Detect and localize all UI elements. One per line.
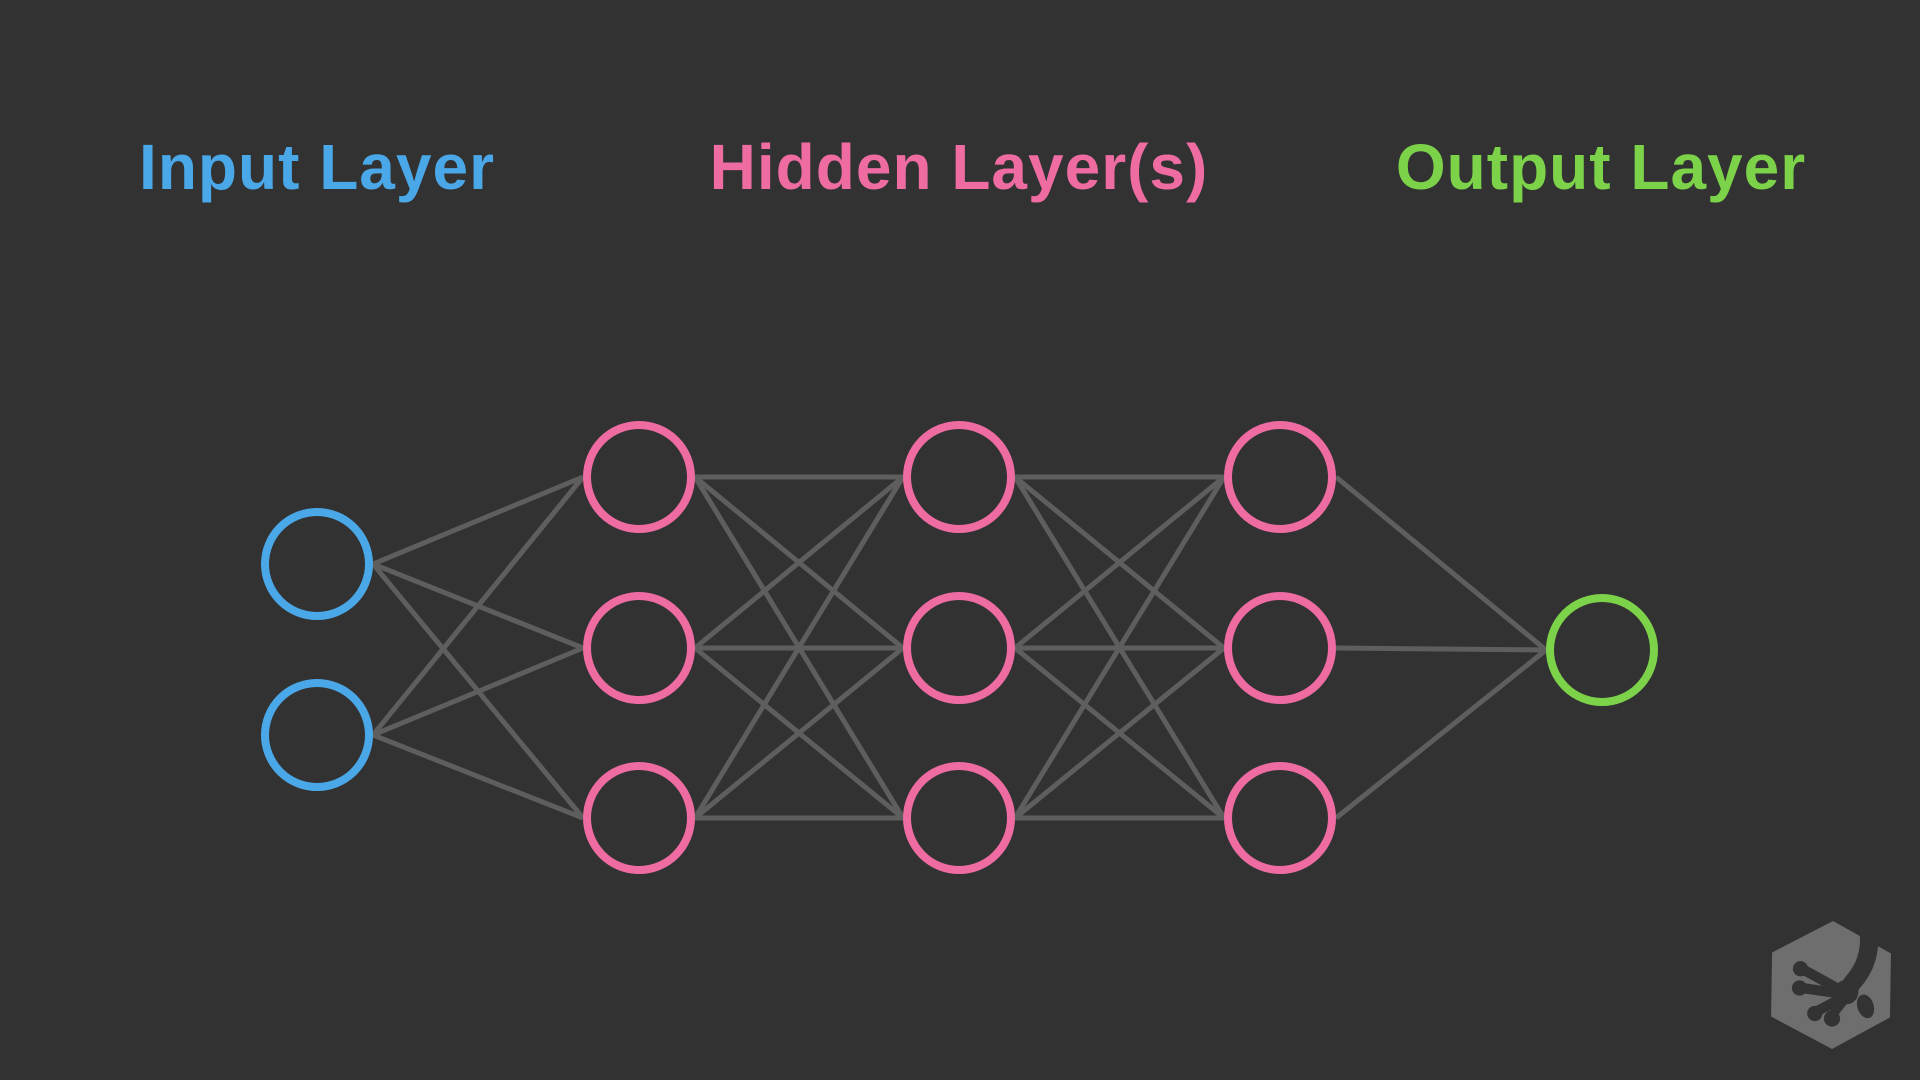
hidden-layer-2-node (903, 421, 1015, 533)
hidden-layer-1-node (583, 762, 695, 874)
hidden-layer-3-node (1224, 762, 1336, 874)
deeplizard-logo (1771, 921, 1891, 1049)
connection-line (1334, 648, 1548, 820)
hidden-layer-3-node (1224, 421, 1336, 533)
lizard-foot-icon (1791, 921, 1879, 1027)
input-layer-node (261, 679, 373, 791)
input-layer-label: Input Layer (139, 131, 495, 203)
connection-line (1334, 475, 1548, 652)
connection-line (1013, 475, 1226, 650)
hidden-layer-2-node (903, 762, 1015, 874)
connection-line (371, 475, 585, 737)
output-layer-label: Output Layer (1395, 131, 1807, 203)
connection-line (1013, 646, 1226, 820)
connection-line (372, 645, 584, 738)
hidden-layer-1-node (583, 592, 695, 704)
connection-line (1012, 475, 1227, 820)
connection-line (372, 732, 584, 821)
output-layer-node (1546, 594, 1658, 706)
connection-line (1335, 645, 1547, 653)
input-layer-node (261, 508, 373, 620)
hidden-layer-3-node (1224, 592, 1336, 704)
hidden-layer-label: Hidden Layer(s) (709, 131, 1209, 203)
hidden-layer-2-node (903, 592, 1015, 704)
connection-line (693, 646, 905, 820)
hidden-layer-1-node (583, 421, 695, 533)
connection-line (372, 474, 584, 567)
connection-line (692, 475, 906, 820)
connection-line (693, 475, 905, 650)
